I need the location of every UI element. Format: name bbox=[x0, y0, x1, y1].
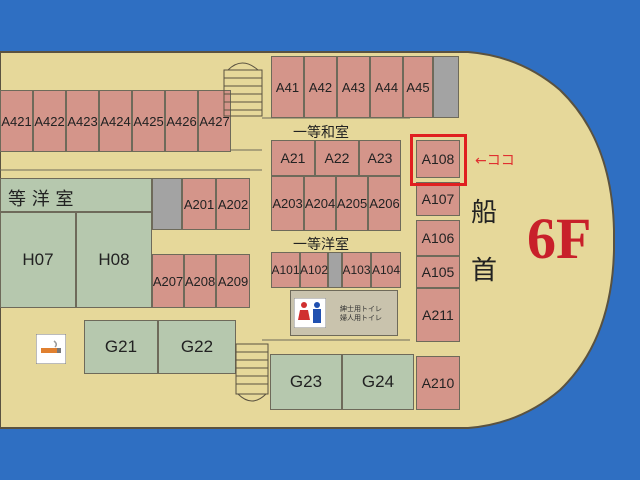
room-a208[interactable]: A208 bbox=[184, 254, 216, 308]
heading-first-class-japanese: 一等和室 bbox=[293, 125, 349, 141]
heading-first-class-western: 一等洋室 bbox=[293, 237, 349, 253]
room-a45[interactable]: A45 bbox=[403, 56, 433, 118]
bow-label-1: 船 bbox=[471, 198, 498, 228]
room-a210[interactable]: A210 bbox=[416, 356, 460, 410]
room-g23[interactable]: G23 bbox=[270, 354, 342, 410]
room-a203[interactable]: A203 bbox=[271, 176, 304, 231]
room-a104[interactable]: A104 bbox=[371, 252, 401, 288]
room-a427[interactable]: A427 bbox=[198, 90, 231, 152]
room-a422[interactable]: A422 bbox=[33, 90, 66, 152]
room-a204[interactable]: A204 bbox=[304, 176, 336, 231]
room-a23[interactable]: A23 bbox=[359, 140, 401, 176]
room-a426[interactable]: A426 bbox=[165, 90, 198, 152]
room-a206[interactable]: A206 bbox=[368, 176, 401, 231]
no-smoking-icon bbox=[36, 334, 66, 364]
room-a209[interactable]: A209 bbox=[216, 254, 250, 308]
room-a201[interactable]: A201 bbox=[182, 178, 216, 230]
room-a425[interactable]: A425 bbox=[132, 90, 165, 152]
room-a101[interactable]: A101 bbox=[271, 252, 300, 288]
selected-room-highlight bbox=[410, 134, 467, 186]
room-a44[interactable]: A44 bbox=[370, 56, 403, 118]
service-area-mid bbox=[328, 252, 342, 288]
restroom-icon bbox=[294, 298, 326, 328]
mens-restroom-label: 紳士用トイレ bbox=[340, 305, 382, 313]
floor-label: 6F bbox=[527, 206, 592, 271]
room-a211[interactable]: A211 bbox=[416, 288, 460, 342]
room-h08[interactable]: H08 bbox=[76, 212, 152, 308]
room-a423[interactable]: A423 bbox=[66, 90, 99, 152]
room-a42[interactable]: A42 bbox=[304, 56, 337, 118]
room-a424[interactable]: A424 bbox=[99, 90, 132, 152]
room-a202[interactable]: A202 bbox=[216, 178, 250, 230]
stairs-icon bbox=[223, 62, 263, 117]
room-a21[interactable]: A21 bbox=[271, 140, 315, 176]
left-area-heading: 等 洋 室 bbox=[8, 189, 74, 210]
room-a107[interactable]: A107 bbox=[416, 182, 460, 216]
room-g24[interactable]: G24 bbox=[342, 354, 414, 410]
room-g22[interactable]: G22 bbox=[158, 320, 236, 374]
stairs-bottom-icon bbox=[235, 343, 269, 402]
womens-restroom-label: 婦人用トイレ bbox=[340, 314, 382, 322]
service-area-top bbox=[433, 56, 459, 118]
room-a108[interactable]: A108 bbox=[416, 140, 460, 178]
service-area-left bbox=[152, 178, 182, 230]
room-a102[interactable]: A102 bbox=[300, 252, 328, 288]
room-a22[interactable]: A22 bbox=[315, 140, 359, 176]
room-a207[interactable]: A207 bbox=[152, 254, 184, 308]
room-h07[interactable]: H07 bbox=[0, 212, 76, 308]
marker-note: ←ココ bbox=[475, 153, 515, 169]
room-a105[interactable]: A105 bbox=[416, 256, 460, 288]
room-a106[interactable]: A106 bbox=[416, 220, 460, 256]
room-a41[interactable]: A41 bbox=[271, 56, 304, 118]
room-g21[interactable]: G21 bbox=[84, 320, 158, 374]
left-area-header bbox=[0, 178, 152, 212]
room-a43[interactable]: A43 bbox=[337, 56, 370, 118]
bow-label-2: 首 bbox=[471, 256, 498, 286]
room-a205[interactable]: A205 bbox=[336, 176, 368, 231]
room-a421[interactable]: A421 bbox=[0, 90, 33, 152]
room-a103[interactable]: A103 bbox=[342, 252, 371, 288]
